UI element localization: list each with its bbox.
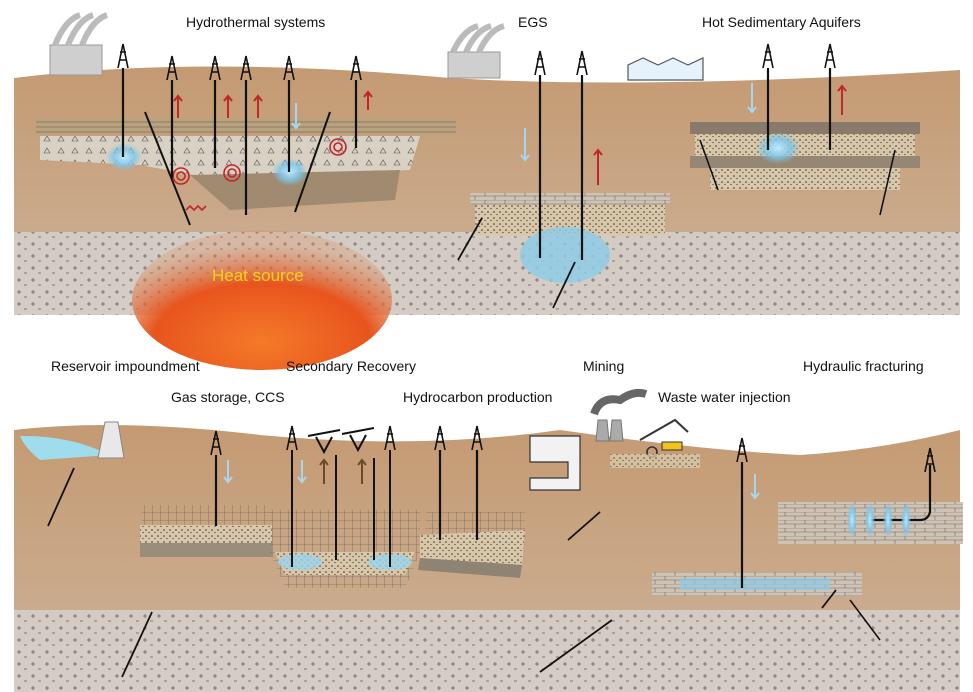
fault-line bbox=[552, 261, 576, 309]
arrow-up-icon bbox=[319, 458, 367, 484]
waste-water-plume bbox=[680, 578, 830, 590]
drilling-rig-icon bbox=[117, 43, 836, 81]
drilling-rig-icon bbox=[210, 425, 936, 473]
aquifer-layer bbox=[690, 122, 920, 134]
greenhouse-icon bbox=[627, 57, 704, 81]
label-egs: EGS bbox=[518, 14, 548, 30]
bottom-basement bbox=[14, 610, 960, 692]
arrow-up-icon bbox=[173, 84, 847, 185]
hydrothermal-basin bbox=[190, 170, 400, 210]
gas-storage-reservoir bbox=[140, 525, 272, 543]
label-hydraulic-fracturing: Hydraulic fracturing bbox=[803, 358, 924, 374]
gas-storage-cap bbox=[142, 505, 272, 525]
fault-line bbox=[821, 589, 837, 609]
label-hydrocarbon-production: Hydrocarbon production bbox=[403, 389, 553, 405]
bottom-panel bbox=[14, 388, 963, 692]
hydrocarbon-reservoir bbox=[420, 530, 525, 565]
hydrothermal-wells bbox=[121, 68, 358, 215]
fault-line bbox=[699, 139, 719, 191]
label-heat-source: Heat source bbox=[212, 266, 304, 285]
egs-layer bbox=[470, 193, 670, 205]
fault-line bbox=[879, 149, 896, 216]
mine-shaft-icon bbox=[529, 435, 581, 491]
label-reservoir-impoundment: Reservoir impoundment bbox=[51, 358, 200, 374]
pumpjack-icon bbox=[307, 427, 375, 455]
fault-line bbox=[567, 511, 601, 541]
fault-line bbox=[457, 217, 483, 261]
egs-reservoir bbox=[520, 227, 610, 283]
fluid-glow bbox=[756, 132, 800, 164]
mining-layer bbox=[610, 454, 700, 468]
hydrocarbon-base bbox=[418, 558, 522, 578]
fault-line bbox=[144, 111, 191, 226]
reservoir-lake bbox=[20, 435, 110, 460]
fracturing-well bbox=[870, 465, 932, 522]
smoke-icon bbox=[590, 388, 648, 416]
power-plant-icon bbox=[49, 12, 505, 79]
label-gas-storage-ccs: Gas storage, CCS bbox=[171, 389, 285, 405]
label-secondary-recovery: Secondary Recovery bbox=[286, 358, 416, 374]
label-hydrothermal-systems: Hydrothermal systems bbox=[186, 14, 326, 30]
label-mining: Mining bbox=[583, 358, 625, 374]
heat-source bbox=[132, 230, 392, 370]
fault-line bbox=[121, 611, 153, 678]
top-panel bbox=[14, 12, 960, 370]
fault-line bbox=[849, 599, 881, 641]
dam-icon bbox=[97, 421, 125, 459]
arrow-down-icon bbox=[291, 83, 757, 162]
aquifer-layer bbox=[690, 156, 920, 168]
label-waste-water-injection: Waste water injection bbox=[658, 389, 791, 405]
cooling-tower-icon bbox=[595, 419, 624, 442]
secondary-recovery-wells bbox=[291, 450, 391, 567]
aquifer-layer bbox=[710, 168, 900, 190]
fracture-glow bbox=[847, 502, 911, 538]
aquifer-layer bbox=[695, 134, 915, 156]
label-hot-sedimentary-aquifers: Hot Sedimentary Aquifers bbox=[702, 14, 861, 30]
fluid-glow bbox=[278, 554, 322, 570]
fault-line bbox=[539, 619, 613, 673]
arrow-down-icon bbox=[223, 460, 760, 500]
fault-line bbox=[47, 467, 75, 527]
gas-storage-base bbox=[140, 543, 272, 557]
fault-line bbox=[294, 111, 331, 213]
